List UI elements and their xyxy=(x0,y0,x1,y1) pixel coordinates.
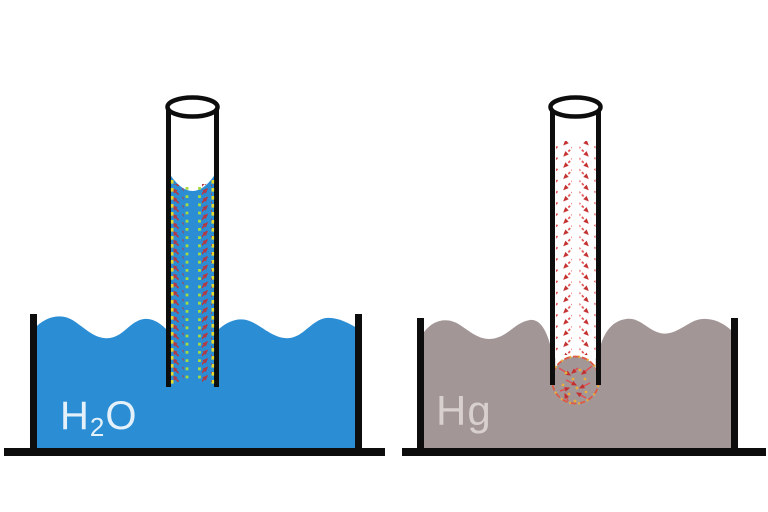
water-wall-dashes xyxy=(170,180,215,385)
blob-dot xyxy=(583,377,587,381)
mercury-label: Hg xyxy=(436,387,492,434)
adhesion-arrows-right xyxy=(202,184,212,382)
mercury-panel xyxy=(402,95,766,456)
water-label-o: O xyxy=(105,394,138,438)
water-label-subscript: 2 xyxy=(89,412,106,442)
mercury-tube-rim xyxy=(548,95,603,119)
water-beaker-left-wall xyxy=(30,314,37,455)
mercury-tube-right-wall xyxy=(596,107,601,385)
water-panel xyxy=(4,95,385,456)
water-beaker xyxy=(4,314,385,456)
blob-dot xyxy=(584,390,588,394)
blob-arrow xyxy=(558,367,572,376)
blob-dot xyxy=(573,399,577,403)
cohesion-arrows-right xyxy=(579,141,596,355)
blob-dot xyxy=(567,392,571,396)
water-label-h: H xyxy=(60,394,90,438)
mercury-beaker xyxy=(402,318,766,456)
blob-arrow xyxy=(565,379,578,386)
mercury-tube xyxy=(550,107,601,385)
mercury-blob-dots xyxy=(561,368,588,403)
blob-dot xyxy=(571,377,575,381)
adhesion-arrows-left xyxy=(173,184,184,382)
blob-dot xyxy=(575,386,579,390)
blob-arrow xyxy=(578,382,591,389)
blob-dot xyxy=(561,383,565,387)
water-tube-left-wall xyxy=(166,107,171,387)
mercury-beaker-base xyxy=(402,448,766,456)
mercury-beaker-left-wall xyxy=(417,318,424,455)
blob-arrow xyxy=(564,392,569,402)
blob-arrow xyxy=(575,392,587,399)
blob-arrow xyxy=(571,367,579,374)
blob-arrow xyxy=(559,387,571,392)
water-tube-right-wall xyxy=(214,107,219,387)
water-beaker-right-wall xyxy=(355,314,362,455)
water-beaker-base xyxy=(4,448,385,456)
water-label: H2O xyxy=(60,394,138,440)
mercury-tube-left-wall xyxy=(550,107,555,385)
blob-arrow xyxy=(581,365,593,375)
mercury-blob-cohesion-arrows xyxy=(558,365,593,402)
mercury-beaker-right-wall xyxy=(731,318,738,455)
blob-dot xyxy=(564,371,568,375)
cohesion-arrows-left xyxy=(556,141,572,355)
water-tube-rim xyxy=(165,95,220,119)
blob-dot xyxy=(578,368,582,372)
water-tube xyxy=(166,107,219,387)
